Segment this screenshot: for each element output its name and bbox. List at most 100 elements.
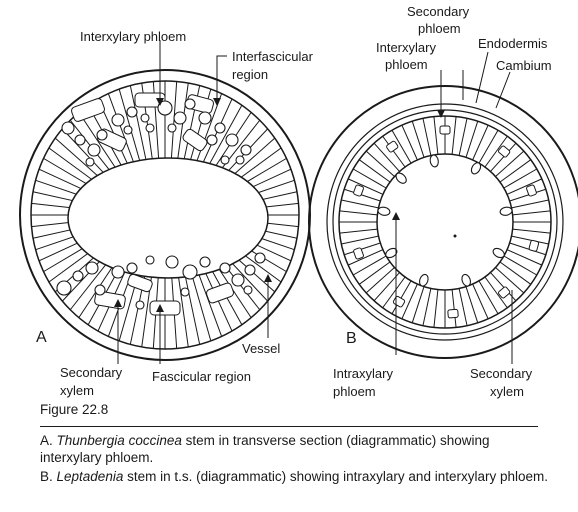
interxylary-strand	[528, 239, 540, 252]
intraxylary-strand	[492, 247, 505, 259]
phloem-strand	[71, 98, 105, 122]
interxylary-strand	[498, 286, 511, 299]
xylem-ray	[401, 283, 418, 320]
vessel	[145, 123, 155, 133]
label-vessel: Vessel	[242, 341, 280, 356]
caption-a-species: Thunbergia coccinea	[56, 433, 182, 448]
interxylary-strand	[392, 295, 406, 308]
phloem-strand	[134, 92, 166, 108]
vessel	[74, 134, 86, 146]
xylem-ray	[339, 228, 378, 234]
panel-b-xylem-rays	[339, 116, 551, 328]
label-interfascicular: Interfascicular	[232, 49, 314, 64]
xylem-ray	[344, 188, 381, 202]
label-intraxylary-2: phloem	[333, 384, 376, 399]
label-secondary-xylem-a-2: xylem	[60, 383, 94, 398]
interxylary-strand	[498, 145, 511, 158]
xylem-ray	[458, 118, 468, 156]
phloem-strand	[182, 128, 208, 152]
xylem-ray	[411, 286, 425, 323]
xylem-ray	[341, 235, 379, 245]
xylem-ray	[382, 135, 406, 168]
xylem-ray	[373, 142, 400, 172]
caption-b: B. Leptadenia stem in t.s. (diagrammatic…	[40, 468, 550, 485]
xylem-ray	[509, 188, 546, 202]
figure-caption: A. Thunbergia coccinea stem in transvers…	[40, 432, 550, 487]
vessel	[225, 133, 239, 147]
xylem-ray	[495, 150, 525, 177]
vessel	[126, 106, 138, 118]
vessel	[235, 155, 245, 165]
panel-a-pith	[67, 157, 269, 279]
xylem-ray	[465, 286, 479, 323]
intraxylary-strand	[461, 273, 472, 287]
caption-a-text: stem in transverse section (diagrammatic…	[40, 433, 490, 465]
xylem-ray	[391, 280, 412, 315]
intraxylary-strand	[385, 247, 398, 259]
vessel	[198, 111, 212, 125]
vessel	[206, 134, 218, 146]
panel-b-arrowheads	[392, 110, 445, 220]
vessel	[220, 155, 230, 165]
xylem-ray	[511, 199, 549, 209]
xylem-ray	[344, 242, 381, 256]
vessel	[85, 261, 99, 275]
label-interxylary-b: Interxylary	[376, 40, 436, 55]
xylem-ray	[358, 159, 391, 183]
vessel	[56, 280, 72, 296]
vessel	[243, 285, 253, 295]
label-fascicular-region: Fascicular region	[152, 369, 251, 384]
xylem-ray	[472, 283, 489, 320]
xylem-ray	[352, 255, 387, 276]
vessel	[135, 300, 145, 310]
xylem-ray	[451, 289, 457, 328]
panel-b-outer-ring	[308, 85, 578, 359]
interxylary-strand	[447, 308, 459, 319]
xylem-ray	[433, 116, 439, 155]
caption-b-prefix: B.	[40, 469, 57, 484]
vessel	[167, 123, 177, 133]
xylem-ray	[478, 129, 499, 164]
xylem-ray	[484, 135, 508, 168]
vessel	[240, 144, 252, 156]
vessel	[94, 284, 106, 296]
label-endodermis: Endodermis	[478, 36, 548, 51]
xylem-ray	[341, 199, 379, 209]
xylem-ray	[347, 249, 384, 266]
xylem-ray	[422, 118, 432, 156]
xylem-ray	[382, 276, 406, 309]
xylem-ray	[499, 159, 532, 183]
vessel	[96, 129, 108, 141]
vessel	[184, 98, 196, 110]
label-interfascicular-region: region	[232, 67, 268, 82]
xylem-ray	[503, 255, 538, 276]
vessel	[87, 143, 101, 157]
phloem-strand	[127, 273, 153, 293]
intraxylary-strand	[470, 162, 482, 175]
panel-b-intraxylary-phloem	[377, 154, 513, 287]
intraxylary-strand	[499, 206, 513, 216]
vessel	[173, 111, 187, 125]
xylem-ray	[391, 129, 412, 164]
vessel	[157, 100, 173, 116]
vessel	[145, 255, 155, 265]
vessel	[85, 157, 95, 167]
label-secondary-xylem-a: Secondary	[60, 365, 123, 380]
xylem-ray	[411, 121, 425, 158]
label-intraxylary: Intraxylary	[333, 366, 393, 381]
xylem-ray	[472, 124, 489, 161]
xylem-ray	[365, 150, 395, 177]
xylem-ray	[503, 168, 538, 189]
label-interxylary-b-2: phloem	[385, 57, 428, 72]
xylem-ray	[339, 210, 378, 216]
caption-a-prefix: A.	[40, 433, 57, 448]
panel-a-vessels	[56, 98, 266, 310]
panel-b-leaders	[395, 51, 513, 364]
interxylary-strand	[353, 247, 364, 260]
vessel	[140, 113, 150, 123]
xylem-ray	[484, 276, 508, 309]
vessel	[254, 252, 266, 264]
xylem-ray	[499, 261, 532, 285]
panel-a-letter: A	[36, 329, 47, 346]
vessel	[72, 270, 84, 282]
